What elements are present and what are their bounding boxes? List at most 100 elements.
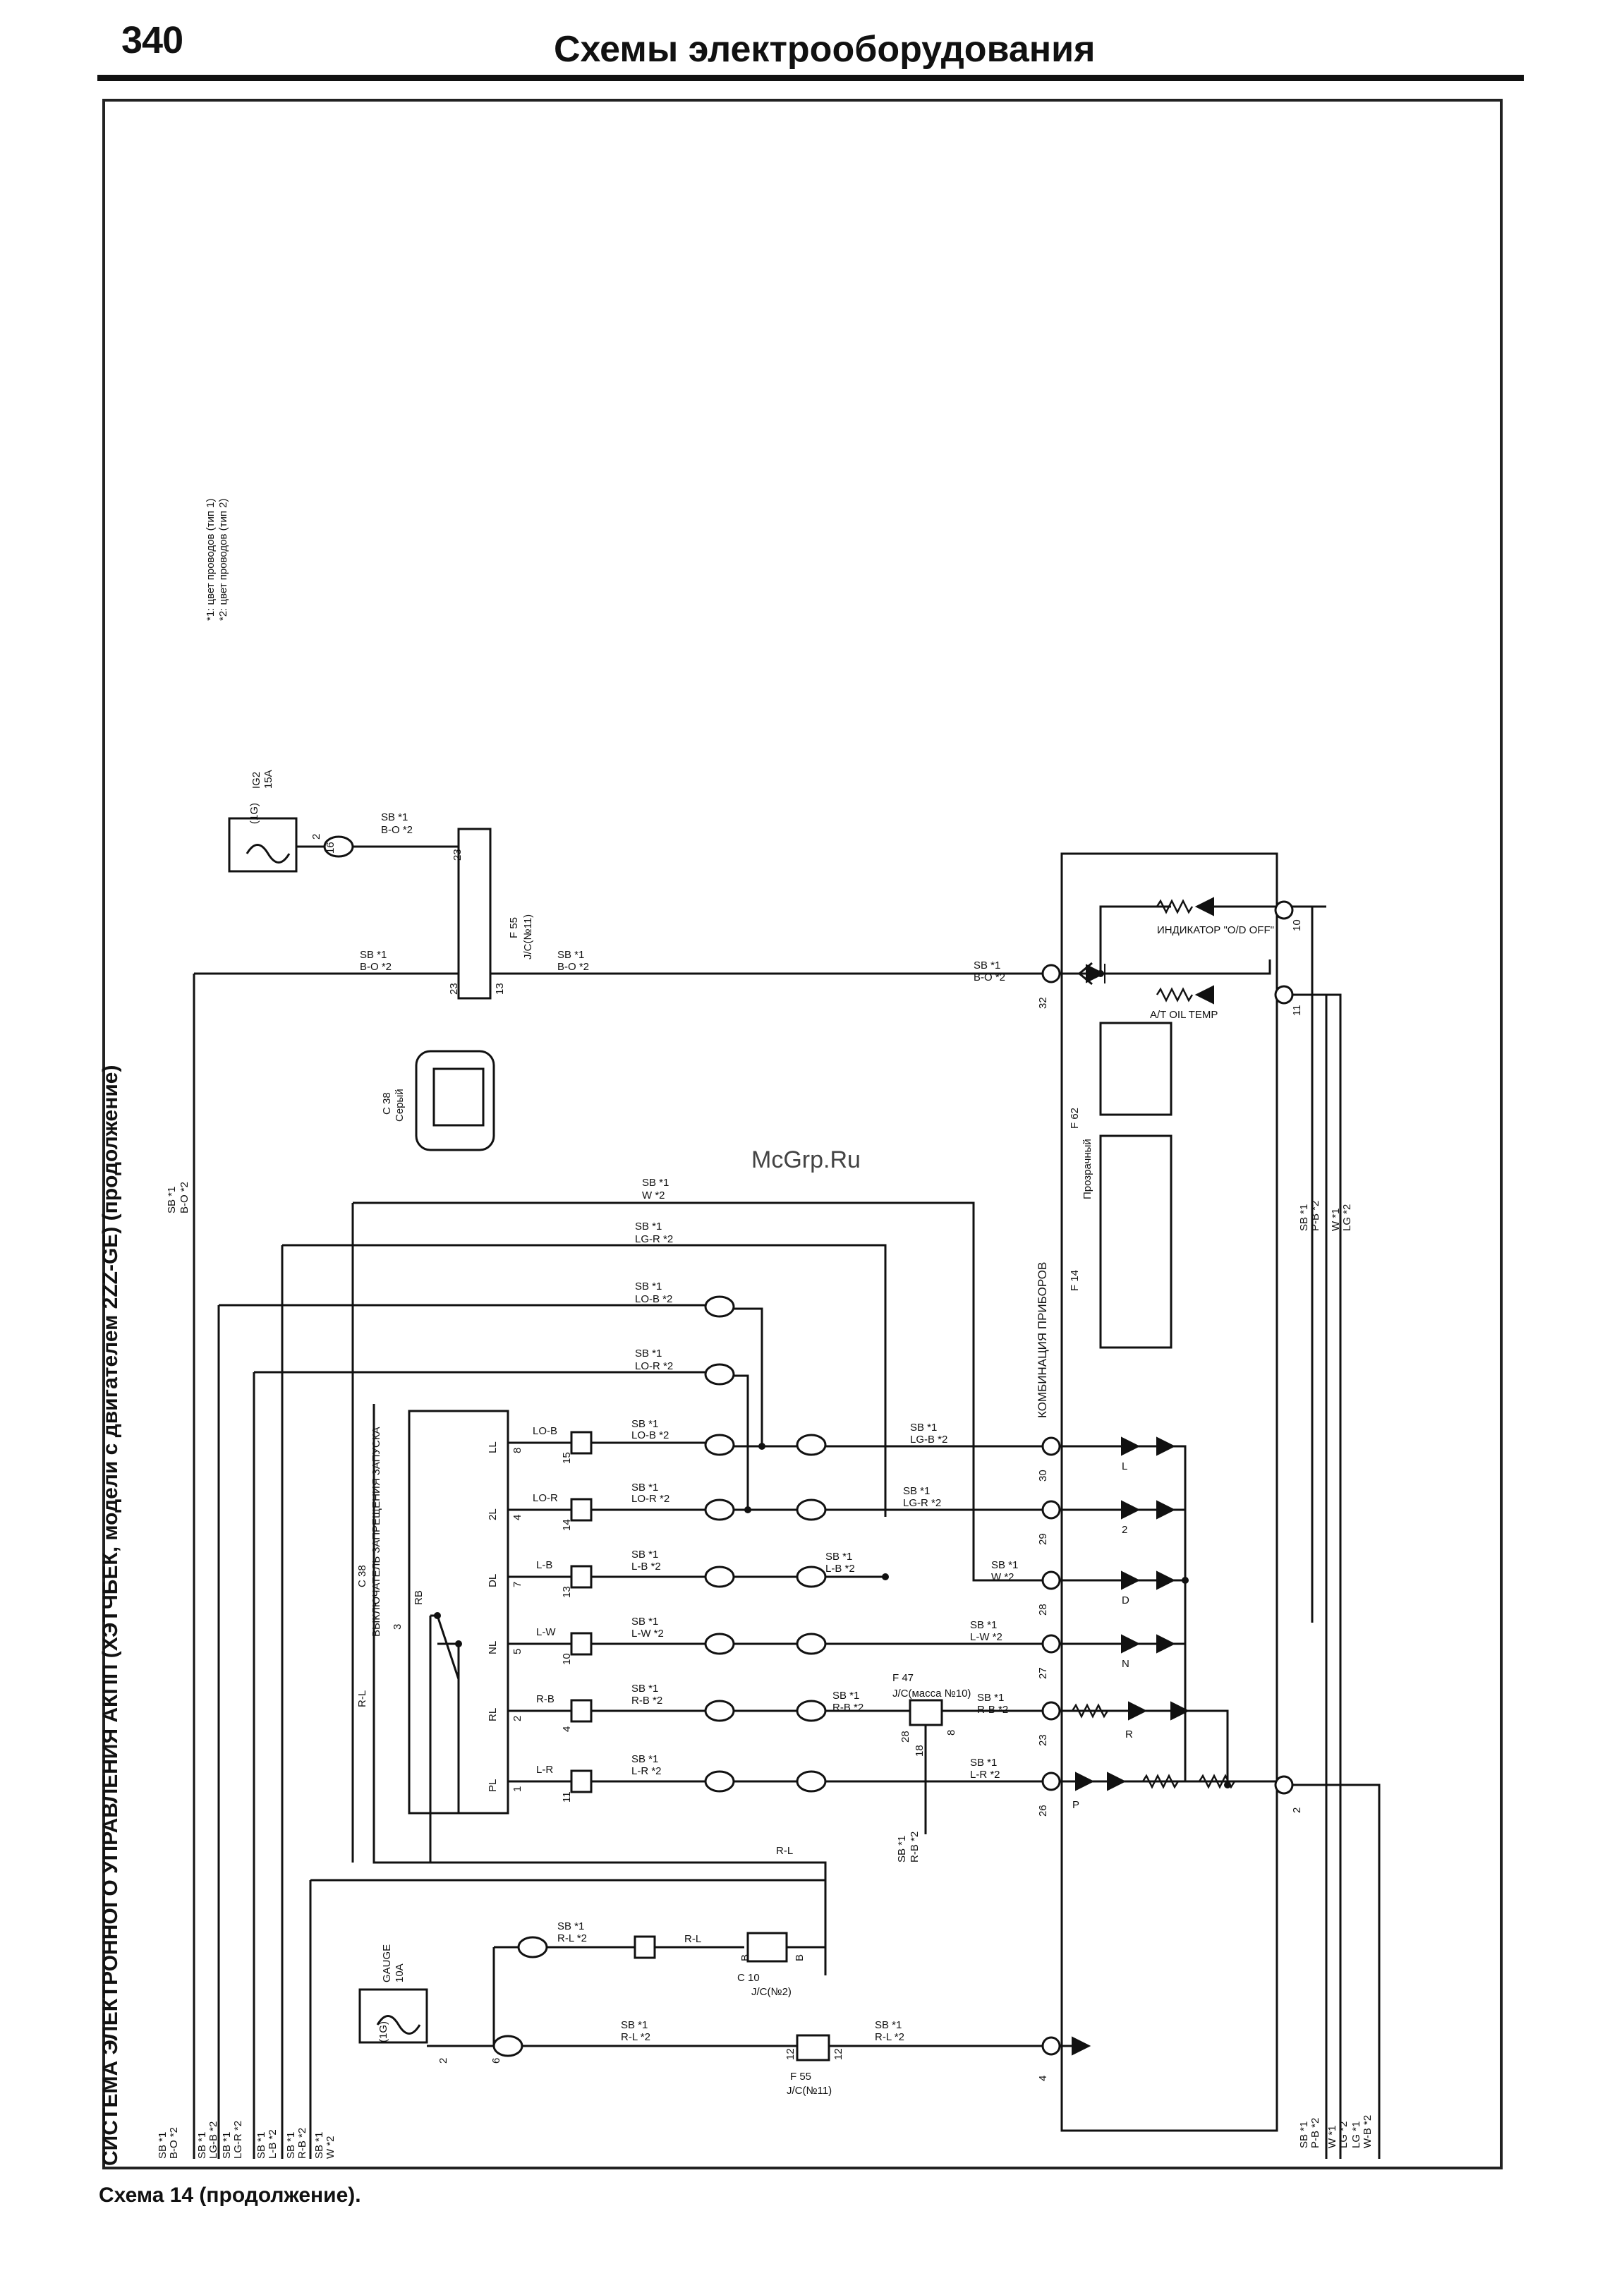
right-bus-2-sb: W *1	[1326, 2125, 1338, 2148]
wire-w-top-sb: SB *1	[642, 1177, 669, 1189]
wire-lw-row-t2: L-W *2	[631, 1628, 664, 1640]
cluster-lamp-n: N	[1122, 1658, 1129, 1670]
wire-lor-row-sb: SB *1	[631, 1482, 659, 1494]
jc-c10-pin-b: B	[794, 1954, 806, 1961]
fuse-ig2-box	[228, 817, 298, 873]
wire-bo-vertical-t2: B-O *2	[178, 1181, 190, 1213]
wire-rl-f55-t2: R-L *2	[875, 2031, 904, 2043]
cluster-pin-10: 10	[1291, 919, 1303, 931]
wire-lor-top-sb: SB *1	[635, 1348, 662, 1360]
switch-cfpin-pl: 11	[561, 1791, 573, 1803]
switch-cfpin-dl: 13	[561, 1586, 573, 1598]
f62-connector-drawing	[1099, 1022, 1172, 1116]
jc-f55-bottom-name: J/C(№11)	[787, 2085, 832, 2097]
figure-caption: Схема 14 (продолжение).	[99, 2184, 361, 2207]
jc-f55-bottom-pin-a: 12	[784, 2048, 796, 2060]
cluster-diodes	[1058, 907, 1277, 2047]
switch-pin-rl: 2	[511, 1715, 523, 1721]
switch-pin-nl: 5	[511, 1648, 523, 1654]
switch-rows	[508, 1431, 1043, 1793]
cluster-pin-30: 30	[1037, 1470, 1049, 1482]
wire-bo-right-t2: B-O *2	[974, 971, 1006, 983]
left-bus-2-t2: LG-B *2	[207, 2121, 219, 2159]
fuse-gauge-name: GAUGE	[381, 1944, 393, 1982]
jc-f55-top-pin-a: 23	[452, 849, 463, 861]
cluster-connector-f62: F 62	[1069, 1107, 1081, 1129]
watermark: McGrp.Ru	[751, 1146, 861, 1173]
wire-rl-plain: R-L	[776, 1845, 794, 1857]
left-bus-4-t2: L-B *2	[267, 2129, 279, 2159]
instrument-cluster-name: КОМБИНАЦИЯ ПРИБОРОВ	[1036, 1261, 1049, 1418]
wire-lb-row-sb: SB *1	[631, 1549, 659, 1561]
fuse-ig2-rating: 15A	[262, 770, 274, 789]
jc-c10-name: J/C(№2)	[751, 1986, 792, 1998]
jc-c10-pin-a: B	[739, 1954, 751, 1961]
left-bus-1-sb: SB *1	[157, 2131, 169, 2159]
cluster-pin-4: 4	[1037, 2075, 1049, 2081]
wire-w-top-t2: W *2	[642, 1189, 665, 1201]
cluster-pin-32: 32	[1037, 997, 1049, 1009]
left-bus-2-sb: SB *1	[196, 2131, 208, 2159]
jc-f55-top-name: J/C(№11)	[522, 914, 534, 959]
c38-connector-drawing	[415, 1050, 495, 1151]
wire-rl-vertical: R-L	[356, 1690, 368, 1707]
jc-f47-box	[909, 1699, 943, 1726]
switch-name: ВЫКЛЮЧАТЕЛЬ ЗАПРЕЩЕНИЯ ЗАПУСКА	[370, 1427, 382, 1637]
switch-wire-pl: L-R	[536, 1764, 554, 1776]
jc-f55-top-pin-c: 13	[494, 983, 506, 995]
cluster-pin-23: 23	[1037, 1734, 1049, 1746]
jc-f47-name: J/C(масса №10)	[892, 1688, 971, 1700]
switch-cfpin-ll: 15	[561, 1452, 573, 1464]
wire-lw-row-sb: SB *1	[631, 1616, 659, 1628]
switch-pos-dl: DL	[487, 1573, 499, 1587]
cluster-lamp-p: P	[1072, 1799, 1080, 1811]
fuse-gauge-rating: 10A	[394, 1963, 406, 1982]
switch-wire-2l: LO-R	[533, 1492, 558, 1504]
wire-bo-mid-sb: SB *1	[557, 949, 585, 961]
cluster-lamp-l: L	[1122, 1460, 1128, 1472]
wire-lgb-right-sb: SB *1	[910, 1422, 938, 1434]
indicator-oil-temp: A/T OIL TEMP	[1150, 1009, 1218, 1021]
left-bus-6-t2: W *2	[325, 2136, 337, 2159]
fuse-ig2-name: IG2	[250, 771, 262, 789]
page-title: Схемы электрооборудования	[554, 29, 1096, 70]
jc-f55-top-pin-b: 23	[448, 983, 460, 995]
wire-rb-right-t2: R-B *2	[977, 1704, 1009, 1716]
switch-pos-rl: RL	[487, 1707, 499, 1721]
wire-lgr-top-t2: LG-R *2	[635, 1233, 674, 1245]
wire-rl-cf2: R-L	[684, 1933, 702, 1945]
fuse-ig2-pin-2: 2	[310, 833, 322, 840]
fuse-ig2-pin-16: 16	[325, 842, 337, 854]
jc-c10-box	[746, 1932, 788, 1963]
right-bus-1-sb: SB *1	[1298, 2121, 1310, 2148]
instrument-cluster-box	[1060, 852, 1278, 2132]
right-bus-2-t2: LG *2	[1338, 2121, 1350, 2148]
left-bus-4-sb: SB *1	[255, 2131, 267, 2159]
left-bus-3-sb: SB *1	[221, 2131, 233, 2159]
jc-f55-top-box	[457, 828, 492, 1000]
fuse-gauge-pin-6: 6	[490, 2057, 502, 2064]
wire-bo-left-sb: SB *1	[360, 949, 387, 961]
wire-lgr-right-sb: SB *1	[903, 1485, 931, 1497]
indicator-od-off: ИНДИКАТОР "O/D OFF"	[1157, 924, 1274, 936]
header-rule	[97, 75, 1524, 81]
fuse-ig2-symbol	[246, 844, 291, 864]
switch-ref: C 38	[356, 1565, 368, 1587]
page-number: 340	[121, 19, 183, 61]
wire-rb-mid-t2: R-B *2	[832, 1702, 864, 1714]
cluster-connector-type: Прозрачный	[1081, 1139, 1093, 1199]
switch-pin-ll: 8	[511, 1447, 523, 1453]
f14-connector-drawing	[1099, 1134, 1172, 1349]
cluster-lamp-r: R	[1125, 1728, 1133, 1740]
cluster-connector-f14: F 14	[1069, 1269, 1081, 1291]
jc-f47-ref: F 47	[892, 1672, 914, 1684]
wire-lob-top-sb: SB *1	[635, 1280, 662, 1292]
wire-lr-row-sb: SB *1	[631, 1753, 659, 1765]
switch-pin-2l: 4	[511, 1514, 523, 1520]
wire-lw-right-sb: SB *1	[970, 1619, 998, 1631]
diagram-frame	[102, 99, 1503, 2169]
wire-bo-left-t2: B-O *2	[360, 961, 392, 973]
cluster-pin-27: 27	[1037, 1667, 1049, 1679]
right-bus-top-1-t2: P-B *2	[1309, 1200, 1321, 1231]
